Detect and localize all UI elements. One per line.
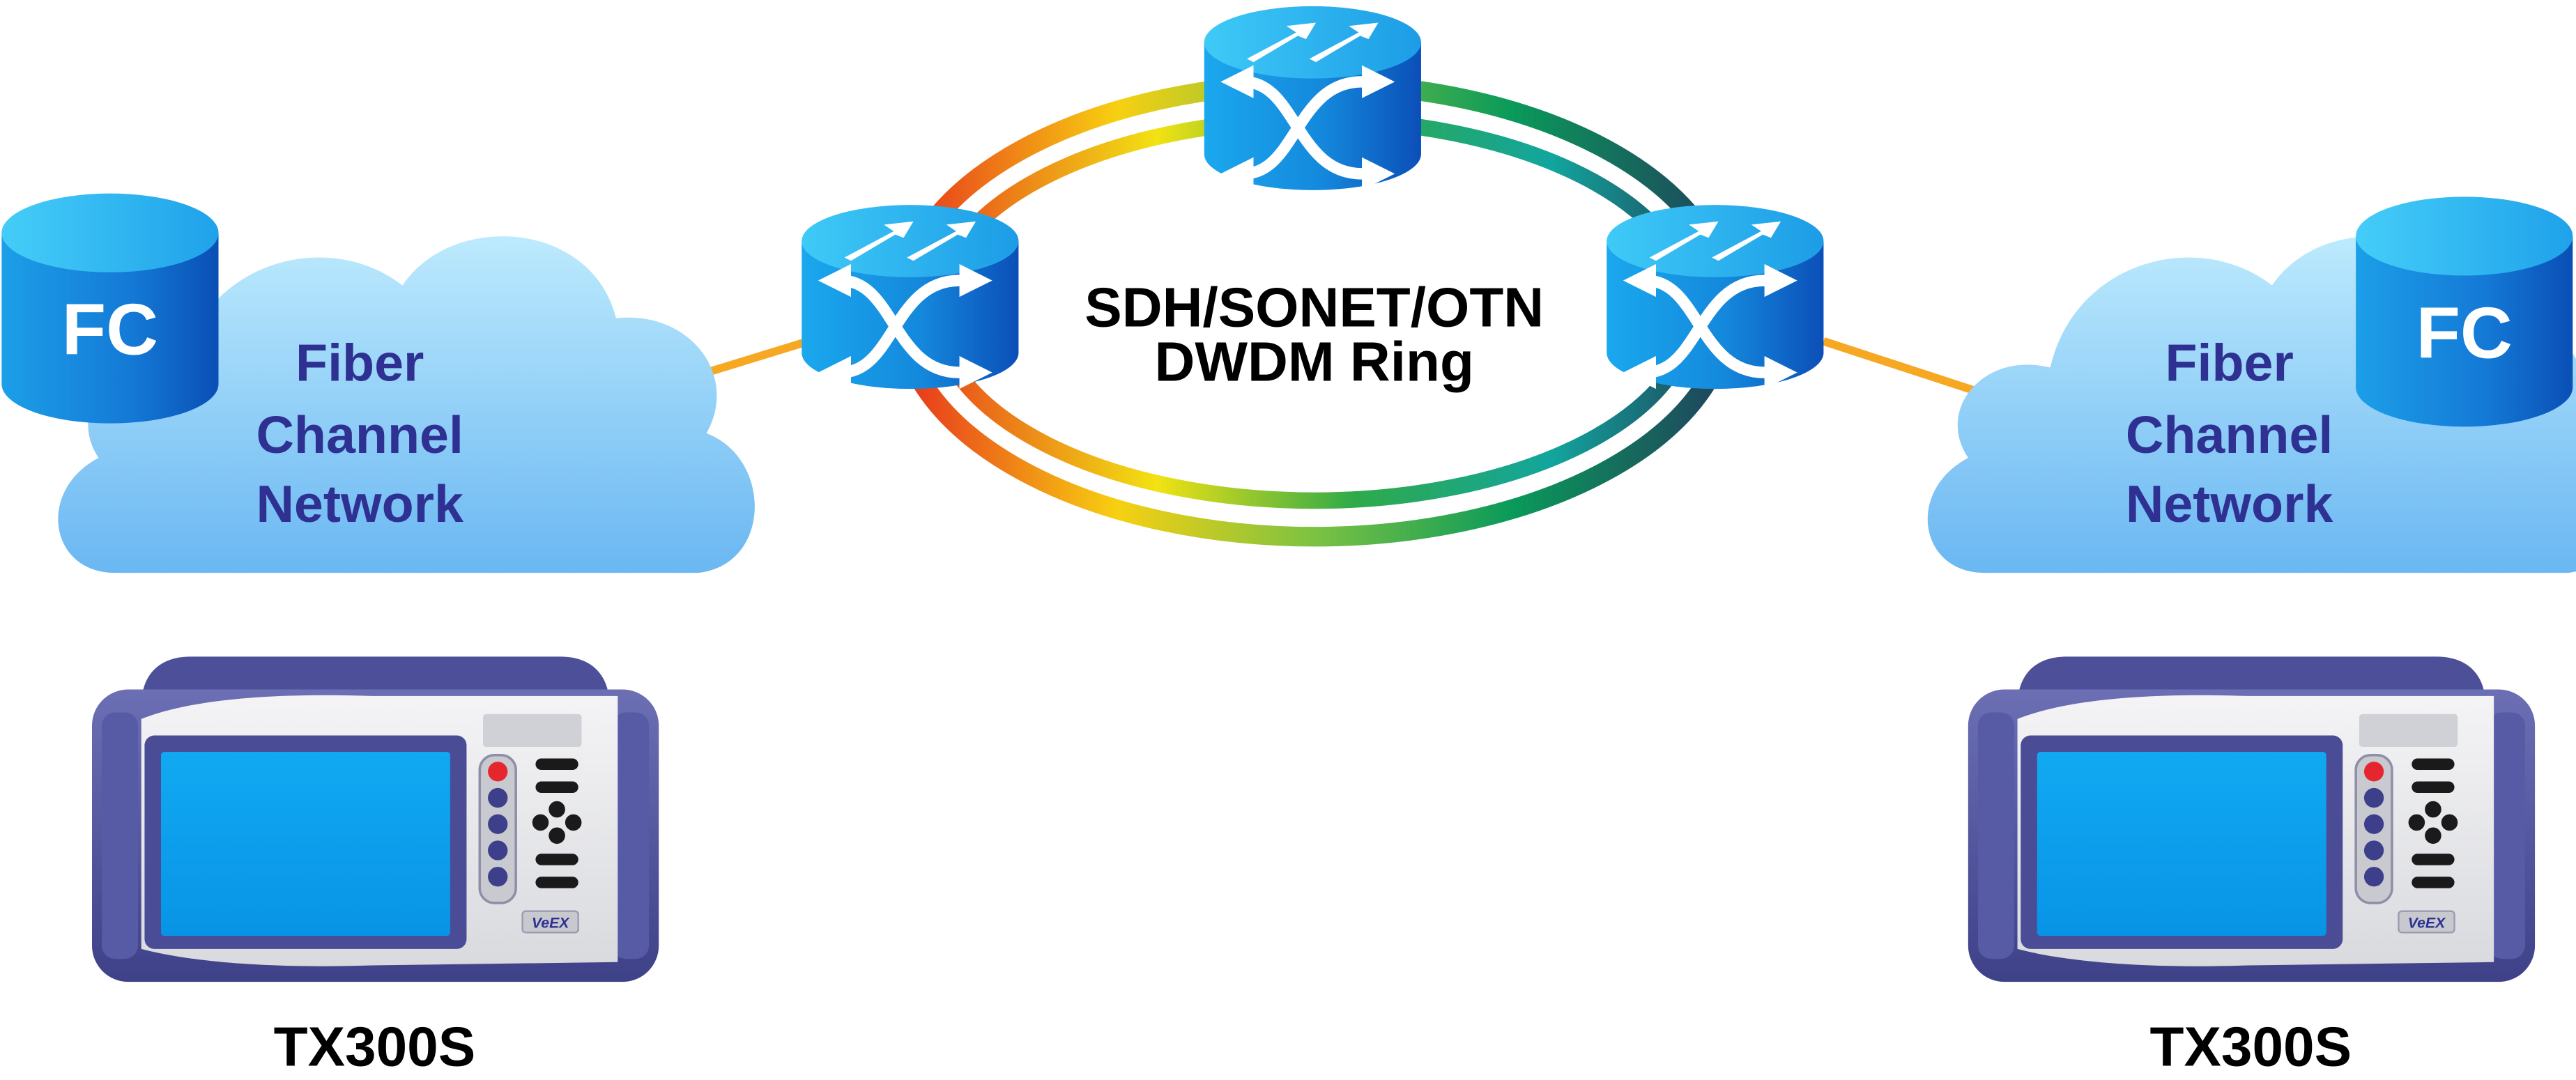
tx300s-device-left: [91, 655, 660, 983]
ring-label-line1: SDH/SONET/OTN: [1084, 276, 1544, 339]
fc-label-left: FC: [62, 289, 158, 370]
ring-label-line2: DWDM Ring: [1155, 330, 1474, 392]
device-brand-right: VeEX: [2408, 915, 2446, 931]
router-top: [1204, 6, 1421, 190]
router-left: [802, 205, 1018, 389]
link-right: [1822, 337, 1986, 398]
cloud-left-line3: Network: [256, 475, 464, 533]
device-label-left: TX300S: [274, 1015, 476, 1077]
cloud-left-line1: Fiber: [296, 333, 424, 392]
tx300s-device-right: [1967, 655, 2536, 983]
device-brand-left: VeEX: [532, 915, 570, 931]
cloud-left-line2: Channel: [256, 406, 463, 464]
device-label-right: TX300S: [2150, 1015, 2352, 1077]
router-right: [1607, 205, 1823, 389]
fc-label-right: FC: [2416, 292, 2513, 373]
cloud-right-line3: Network: [2126, 475, 2334, 533]
cloud-right-line1: Fiber: [2165, 333, 2293, 392]
cloud-right-line2: Channel: [2126, 406, 2333, 464]
